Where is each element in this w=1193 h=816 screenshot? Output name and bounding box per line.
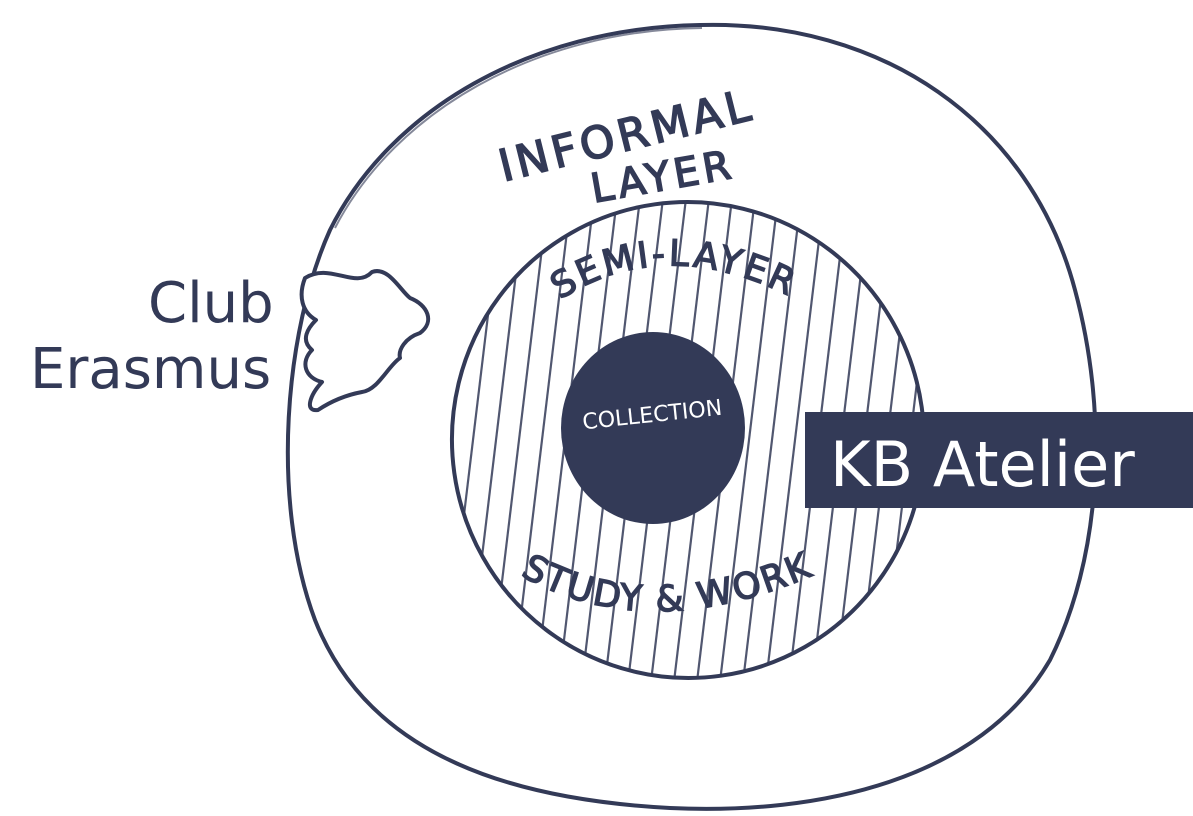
club-erasmus-blob [299, 269, 431, 413]
hatch-line [487, 189, 551, 691]
hatch-line [464, 189, 528, 691]
collection-core [561, 332, 745, 524]
club-erasmus-label-line1: Club [148, 271, 274, 336]
outer-ring-sketch [334, 27, 703, 229]
hatch-line [717, 189, 781, 691]
kb-atelier-label: KB Atelier [830, 428, 1135, 501]
hatch-line [763, 189, 827, 691]
middle-ring [449, 200, 927, 680]
outer-ring [285, 22, 1098, 811]
club-erasmus-label-line2: Erasmus [30, 337, 271, 402]
kb-atelier-tag [805, 412, 1193, 508]
hatch-line [740, 189, 804, 691]
